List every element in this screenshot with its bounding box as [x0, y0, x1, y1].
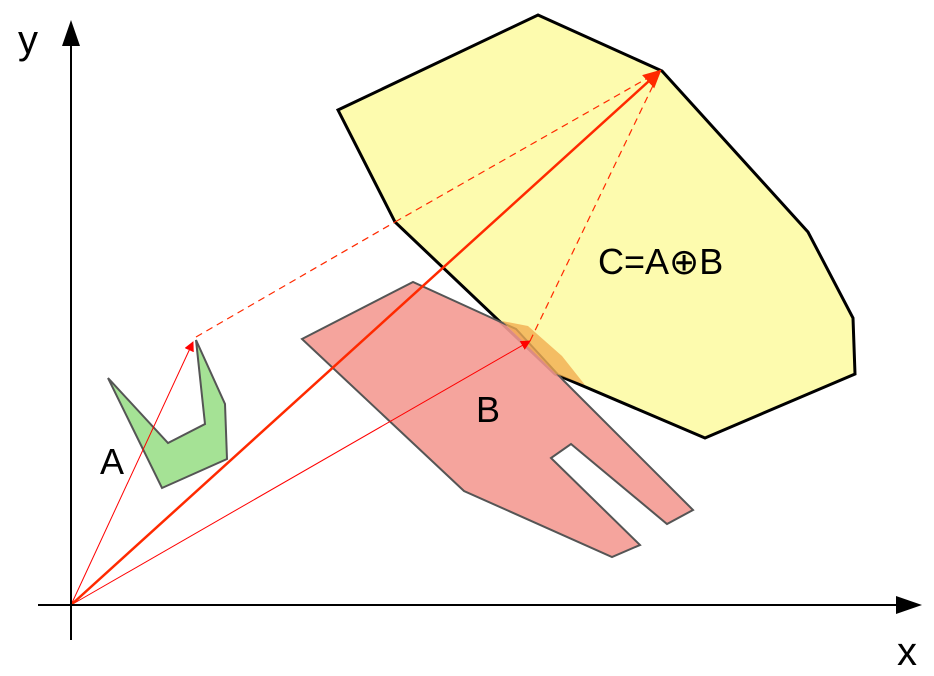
dashed-line-b-to-c: [529, 70, 661, 342]
shape-a-polygon: [107, 339, 229, 490]
shape-b-polygon: [300, 280, 695, 559]
vector-to-a: [70, 341, 194, 606]
shape-b-label: B: [476, 389, 500, 430]
x-axis-arrow-icon: [896, 596, 922, 614]
x-axis-label: x: [897, 630, 917, 674]
shape-a-label: A: [100, 441, 124, 482]
dashed-line-c-top: [394, 70, 661, 223]
shape-c-polygon: [335, 13, 857, 440]
shape-c-label: C=A⊕B: [598, 241, 723, 282]
y-axis-arrow-icon: [62, 20, 80, 46]
dashed-line-a-to-c: [195, 221, 396, 338]
vector-to-c: [70, 69, 662, 606]
overlap-region: [502, 321, 585, 385]
vector-to-b: [70, 340, 531, 606]
y-axis-label: y: [18, 18, 38, 62]
